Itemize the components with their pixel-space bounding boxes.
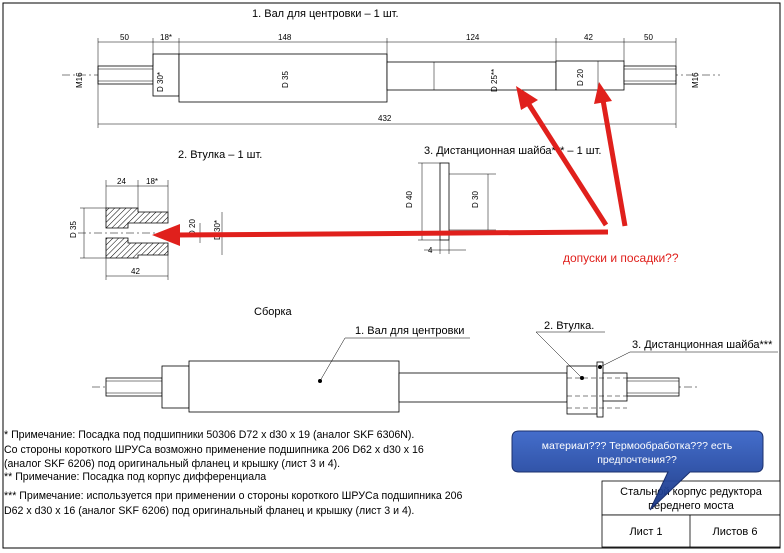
assembly-drawing: Сборка 1. Вал для центровки 2. Втулка. 3… — [92, 306, 778, 418]
blue-callout: материал??? Термообработка??? есть предп… — [511, 430, 764, 511]
shaft-d25: D 25** — [490, 69, 499, 92]
title-block: Стальной корпус редуктора переднего мост… — [601, 480, 781, 548]
dim-50-right: 50 — [644, 33, 653, 42]
tolerance-question: допуски и посадки?? — [563, 251, 679, 265]
sleeve-title: 2. Втулка – 1 шт. — [178, 149, 262, 161]
bubble-line-1: материал??? Термообработка??? есть — [542, 440, 733, 452]
arrow-head-sleeve — [152, 224, 180, 246]
note-line: D62 x d30 x 16 (аналог SKF 6206) под ори… — [4, 505, 414, 517]
note-line: ** Примечание: Посадка под корпус диффер… — [4, 471, 266, 483]
sleeve-dim-42: 42 — [131, 267, 140, 276]
title-name-1: Стальной корпус редуктора — [620, 486, 763, 498]
dim-432: 432 — [378, 114, 392, 123]
sleeve-d35: D 35 — [69, 221, 78, 238]
sleeve-d20: D 20 — [188, 219, 197, 236]
title-name-2: переднего моста — [648, 500, 735, 512]
dim-18: 18* — [160, 33, 172, 42]
washer-drawing: 3. Дистанционная шайба*** – 1 шт. D 40 D… — [405, 145, 601, 255]
shaft-d35: D 35 — [281, 71, 290, 88]
sleeve-drawing: 2. Втулка – 1 шт. 24 18* 42 D 35 D 20 D … — [69, 149, 262, 280]
note-line: (аналог SKF 6206) под оригинальный флане… — [4, 458, 340, 470]
washer-d40: D 40 — [405, 191, 414, 208]
shaft-drawing: 1. Вал для центровки – 1 шт. 50 18* 148 … — [62, 8, 720, 128]
dim-124: 124 — [466, 33, 480, 42]
shaft-title: 1. Вал для центровки – 1 шт. — [252, 8, 399, 20]
shaft-m16-left: M16 — [75, 72, 84, 88]
notes: * Примечание: Посадка под подшипники 503… — [4, 429, 463, 517]
bubble-line-2: предпочтения?? — [597, 454, 677, 466]
washer-d30: D 30 — [471, 191, 480, 208]
assembly-label-shaft: 1. Вал для центровки — [355, 325, 464, 337]
assembly-label-sleeve: 2. Втулка. — [544, 320, 594, 332]
note-line: * Примечание: Посадка под подшипники 503… — [4, 429, 414, 441]
note-line: Со стороны короткого ШРУСа возможно прим… — [4, 444, 424, 456]
washer-dim-4: 4 — [428, 246, 433, 255]
sleeve-d30: D 30* — [213, 220, 222, 240]
assembly-title: Сборка — [254, 306, 293, 318]
shaft-d30: D 30* — [156, 72, 165, 92]
title-sheets: Листов 6 — [713, 526, 758, 538]
arrow-head-d20 — [594, 82, 612, 104]
title-sheet: Лист 1 — [629, 526, 662, 538]
assembly-label-washer: 3. Дистанционная шайба*** — [632, 339, 773, 351]
arrow-head-d25 — [516, 86, 538, 110]
red-annotation: допуски и посадки?? — [152, 82, 679, 265]
dim-42: 42 — [584, 33, 593, 42]
dim-50-left: 50 — [120, 33, 129, 42]
sleeve-dim-18: 18* — [146, 177, 158, 186]
shaft-m16-right: M16 — [691, 72, 700, 88]
note-line: *** Примечание: используется при примене… — [4, 490, 463, 502]
sleeve-dim-24: 24 — [117, 177, 126, 186]
dim-148: 148 — [278, 33, 292, 42]
shaft-d20: D 20 — [576, 69, 585, 86]
washer-title: 3. Дистанционная шайба*** – 1 шт. — [424, 145, 601, 157]
